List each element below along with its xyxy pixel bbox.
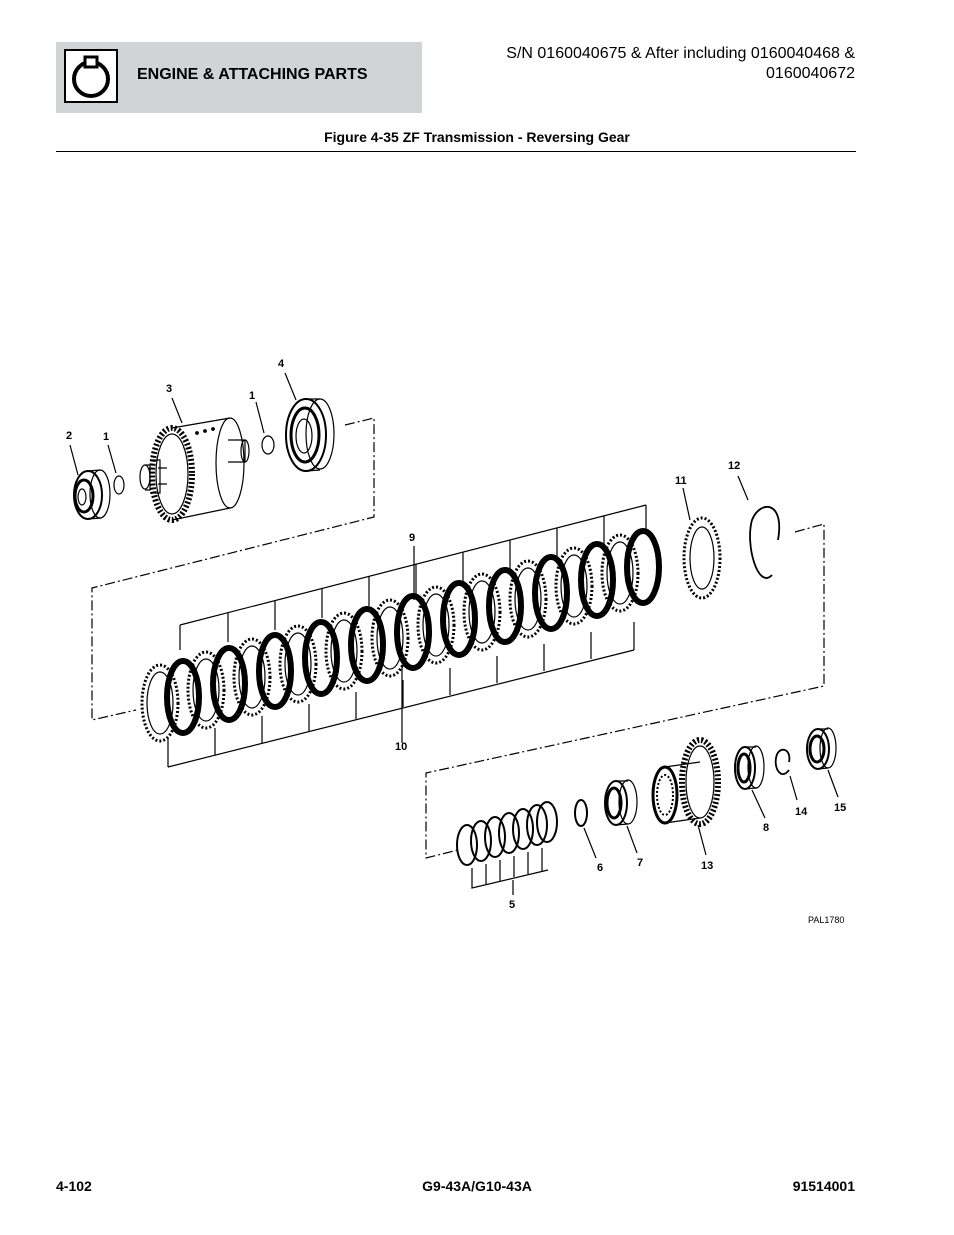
header-rule	[56, 151, 856, 152]
callout-14: 14	[795, 806, 808, 818]
engine-section-icon	[64, 49, 118, 103]
callout-8: 8	[763, 822, 769, 834]
serial-line-2: 0160040672	[766, 65, 855, 82]
callout-6: 6	[597, 862, 603, 874]
callout-7: 7	[637, 857, 643, 869]
callout-1a: 1	[103, 431, 109, 443]
page-number: 4-102	[56, 1178, 92, 1194]
callout-15: 15	[834, 802, 846, 814]
callout-11: 11	[675, 475, 687, 487]
callout-12: 12	[728, 460, 740, 472]
callout-13: 13	[701, 860, 713, 872]
document-number: 91514001	[792, 1178, 855, 1194]
serial-line-1: S/N 0160040675 & After including 0160040…	[506, 45, 855, 62]
backing-plate-11	[682, 516, 722, 600]
clutch-disc-pack	[140, 528, 662, 743]
bearing-7	[604, 779, 638, 826]
serial-number-range: S/N 0160040675 & After including 0160040…	[425, 44, 855, 84]
callout-10: 10	[395, 741, 407, 753]
thrust-washers-5	[456, 801, 558, 866]
callout-3: 3	[166, 383, 172, 395]
ring-14	[774, 748, 791, 775]
o-ring-1	[113, 475, 125, 495]
callout-1b: 1	[249, 390, 255, 402]
callout-9: 9	[409, 532, 415, 544]
bearing-2	[73, 469, 111, 520]
bearing-15	[806, 727, 837, 770]
snap-ring-12	[749, 505, 781, 579]
o-ring-1b	[261, 435, 275, 455]
drawing-id: PAL1780	[808, 915, 844, 925]
callout-2: 2	[66, 430, 72, 442]
reverse-gear-13	[651, 737, 721, 827]
reversing-gear-shaft-3	[139, 417, 250, 523]
callout-4: 4	[278, 358, 285, 370]
ring-6	[574, 799, 588, 827]
model-number: G9-43A/G10-43A	[422, 1178, 532, 1194]
callout-5: 5	[509, 899, 515, 911]
bearing-4	[285, 398, 335, 472]
figure-title: Figure 4-35 ZF Transmission - Reversing …	[324, 129, 630, 145]
bearing-8	[734, 745, 765, 790]
section-title: ENGINE & ATTACHING PARTS	[137, 66, 368, 83]
